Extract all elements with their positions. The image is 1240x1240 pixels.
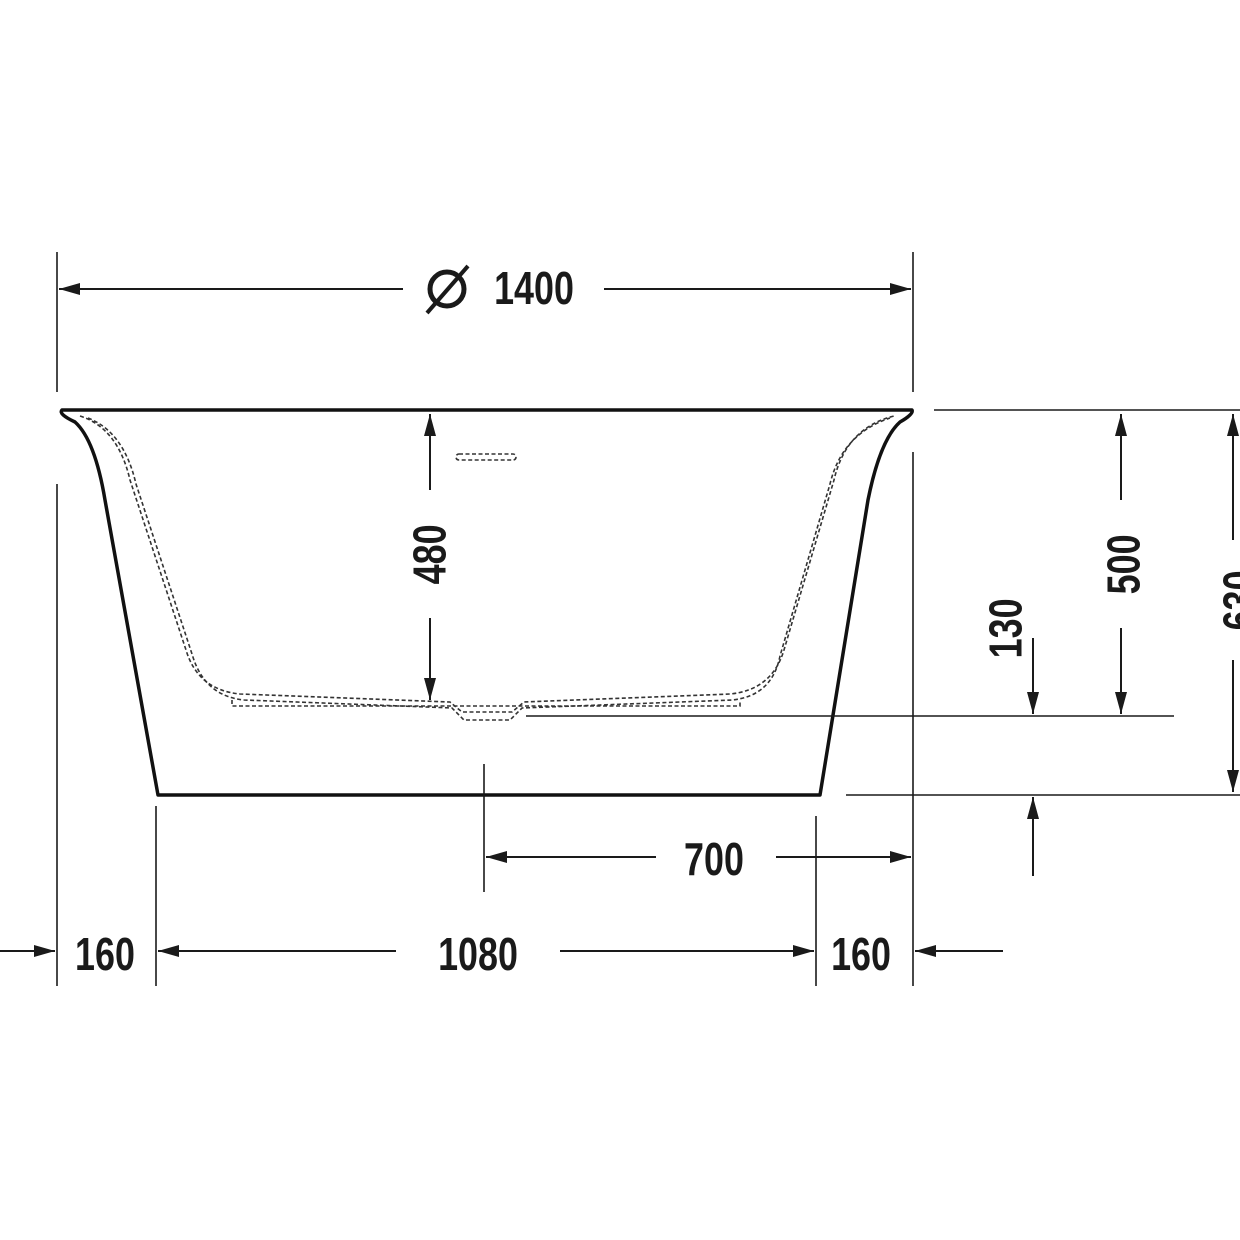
bathtub-outline [59, 408, 914, 797]
inner-depth-label: 480 [404, 524, 455, 584]
arrow-head [1115, 692, 1127, 714]
arrow-head [915, 945, 936, 957]
arrow-head [1227, 770, 1239, 792]
overflow-hidden-line [455, 453, 517, 461]
arrow-head [59, 283, 80, 295]
arrow-head [424, 414, 436, 436]
arrow-head [1115, 414, 1127, 436]
overhang-left-label: 160 [75, 929, 135, 980]
rim-height-label: 500 [1098, 534, 1149, 594]
drain-height-label: 130 [980, 598, 1031, 658]
arrow-head [1227, 414, 1239, 436]
arrow-head [34, 945, 55, 957]
drain-offset-label: 700 [684, 834, 744, 885]
arrow-head [1027, 797, 1039, 819]
total-height-label: 630 [1214, 570, 1240, 630]
drain-seat-hidden-line [231, 700, 741, 707]
arrow-head [486, 851, 507, 863]
diameter-symbol-icon [425, 264, 470, 315]
arrow-head [424, 678, 436, 700]
inner-basin-hidden-line-2 [87, 417, 891, 721]
overhang-right-label: 160 [831, 929, 891, 980]
arrow-head [158, 945, 179, 957]
arrow-head [890, 851, 911, 863]
arrow-head [1027, 692, 1039, 714]
arrow-head [890, 283, 911, 295]
base-width-label: 1080 [438, 929, 518, 980]
diameter-top-label: 1400 [494, 263, 574, 314]
arrow-head [793, 945, 814, 957]
